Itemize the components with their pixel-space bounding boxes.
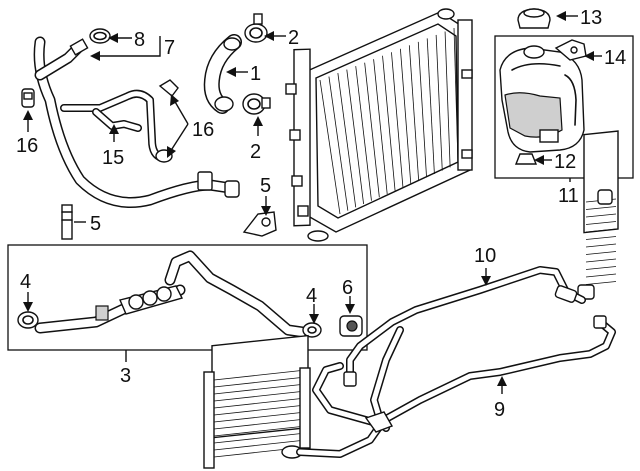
radiator-fin	[444, 31, 451, 168]
callout-5b: 5	[90, 213, 101, 235]
hose-clamp-4-right	[302, 322, 322, 338]
hose-fitting-6	[339, 315, 363, 337]
hose-clamp-4-left	[17, 311, 39, 329]
hose-clamp-16-left	[21, 88, 35, 108]
cooler-fin	[213, 418, 307, 430]
callout-6: 6	[342, 277, 353, 299]
callout-14: 14	[604, 47, 626, 69]
radiator-fin	[319, 79, 341, 215]
radiator-fin	[355, 66, 372, 201]
surge-tank-grommet	[514, 153, 538, 165]
cooler-fin	[585, 273, 617, 278]
callout-13: 13	[580, 7, 602, 29]
callout-9: 9	[494, 399, 505, 421]
callout-7: 7	[164, 37, 175, 59]
cooler-fin	[213, 411, 307, 423]
cooler-fin	[585, 243, 617, 248]
radiator-fin	[337, 73, 357, 208]
callout-10: 10	[474, 245, 496, 267]
clip-5-upper	[242, 211, 277, 237]
radiator-outlet-hose	[33, 36, 240, 208]
callout-16a: 16	[16, 135, 38, 157]
bypass-hose	[60, 79, 179, 163]
cooler-fin	[585, 281, 617, 285]
upper-radiator-hose	[203, 34, 242, 114]
callout-2b: 2	[250, 141, 261, 163]
cooler-fin	[585, 213, 617, 218]
heater-hose-assembly	[34, 250, 308, 338]
radiator-fin	[373, 59, 388, 195]
cooler-fin	[213, 432, 307, 444]
callout-3: 3	[120, 365, 131, 387]
cooler-fin	[585, 221, 617, 225]
surge-tank-bracket	[554, 39, 587, 61]
cooler-fin	[213, 390, 307, 402]
transmission-oil-cooler	[203, 334, 311, 469]
cooler-fin	[213, 383, 307, 395]
cooler-fin	[213, 425, 307, 437]
cooler-fin	[585, 251, 617, 255]
radiator-fin	[346, 69, 364, 205]
cooler-fin	[213, 369, 307, 381]
callout-8: 8	[134, 29, 145, 51]
callout-2a: 2	[288, 27, 299, 49]
radiator-fin	[408, 45, 420, 181]
hose-clamp-2-upper	[244, 13, 268, 43]
radiator-fin	[328, 76, 349, 211]
callout-11: 11	[558, 185, 579, 207]
heater-hose-group-box	[7, 244, 368, 351]
radiator-fin	[364, 62, 380, 198]
cooler-fin	[213, 376, 307, 388]
seal-ring	[89, 28, 111, 44]
cooler-fin	[585, 228, 617, 233]
callout-15: 15	[102, 147, 124, 169]
callout-labels: 1 2 2 3 4 4 5 5 6 7 8 9 10 11 12 13 14 1…	[16, 7, 626, 421]
radiator-fin	[435, 34, 443, 171]
cooler-fin	[585, 206, 617, 210]
clip-5-left	[61, 204, 73, 240]
outlet-cooler-line	[296, 315, 616, 458]
radiator-fin	[426, 38, 435, 175]
surge-tank	[499, 45, 585, 153]
radiator-fin	[382, 55, 396, 191]
radiator	[285, 8, 473, 242]
callout-5a: 5	[260, 175, 271, 197]
callout-4b: 4	[306, 285, 317, 307]
radiator-fin	[391, 52, 404, 188]
cooler-fin	[585, 266, 617, 270]
cooler-fin	[585, 258, 617, 263]
surge-tank-cap	[517, 8, 551, 29]
inlet-cooler-line	[343, 266, 586, 432]
radiator-fin	[400, 48, 412, 185]
callout-16b: 16	[192, 119, 214, 141]
hose-clamp-2-lower	[242, 93, 271, 115]
callout-4a: 4	[20, 271, 31, 293]
engine-oil-cooler	[577, 130, 619, 300]
surge-tank-group-box	[494, 35, 634, 179]
callout-1: 1	[250, 63, 261, 85]
leader-lines	[23, 11, 602, 394]
cooler-fin	[213, 404, 307, 416]
callout-12: 12	[554, 151, 576, 173]
cooler-fin	[585, 236, 617, 240]
radiator-fin	[417, 41, 427, 178]
cooler-fin	[213, 439, 307, 451]
cooler-fin	[213, 397, 307, 409]
